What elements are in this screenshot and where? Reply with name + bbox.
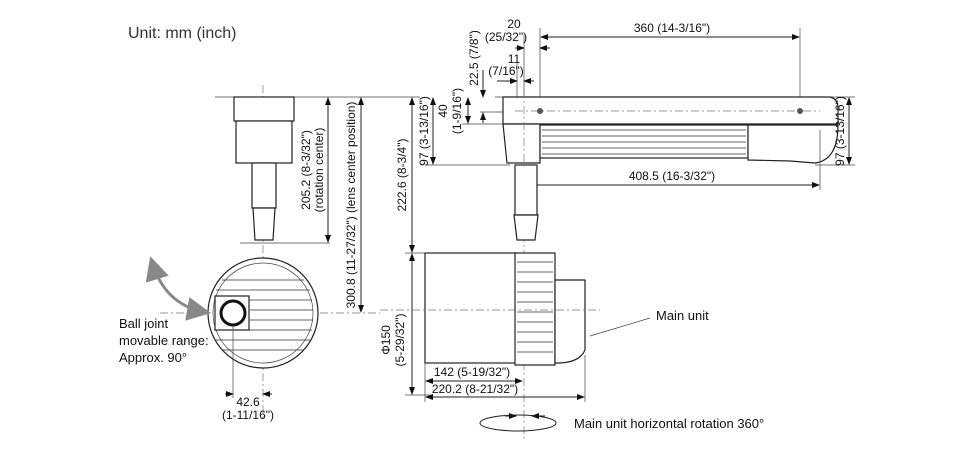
track-adapter [233, 96, 295, 122]
ball-joint-label-1: Ball joint [119, 316, 169, 331]
dim-11-inch: (7/16") [488, 64, 524, 78]
dim-40: 40 [436, 104, 450, 118]
dim-11: 11 [508, 52, 521, 66]
dim-track-height-right: 97 (3-13/16") [833, 96, 847, 166]
dim-20: 20 [507, 17, 521, 31]
dim-142: 142 (5-19/32") [434, 365, 510, 379]
dim-diameter-inch: (5-29/32") [393, 314, 407, 367]
dim-rotation-center-note: (rotation center) [312, 128, 326, 213]
rotation-label: Main unit horizontal rotation 360° [574, 416, 764, 431]
dim-22-5: 22.5 (7/8") [467, 30, 481, 86]
track-body [502, 96, 839, 125]
dim-rotation-center: 205.2 (8-3/32") [299, 130, 313, 210]
dim-20-inch: (25/32") [485, 30, 527, 44]
ball-joint-label-3: Approx. 90° [119, 350, 187, 365]
front-view: Ball joint movable range: Approx. 90° 42… [119, 85, 420, 422]
horizontal-rotation-icon [479, 414, 557, 432]
dim-lens-center: 300.8 (11-27/32") (lens center position) [344, 102, 358, 309]
dim-lens-offset: 42.6 [236, 395, 260, 409]
lamp-head-side [424, 252, 518, 364]
unit-label: Unit: mm (inch) [128, 25, 236, 42]
dim-408-5: 408.5 (16-3/32") [629, 169, 715, 183]
ball-joint-label-2: movable range: [119, 333, 209, 348]
main-unit-label: Main unit [656, 308, 709, 323]
dim-220-2: 220.2 (8-21/32") [432, 382, 518, 396]
dim-lens-offset-inch: (1-11/16") [222, 408, 274, 422]
dim-360: 360 (14-3/16") [634, 21, 710, 35]
lens [219, 299, 247, 327]
dim-track-height-left: 97 (3-13/16") [417, 96, 431, 166]
side-view: 222.6 (8-3/4") Φ150 (5-29/32") 97 (3-13/… [379, 17, 855, 440]
dim-diameter: Φ150 [379, 325, 393, 355]
dim-40-inch: (1-9/16") [450, 88, 464, 134]
dim-total-height: 222.6 (8-3/4") [395, 139, 409, 212]
ball-joint-arrow-icon [145, 256, 211, 321]
